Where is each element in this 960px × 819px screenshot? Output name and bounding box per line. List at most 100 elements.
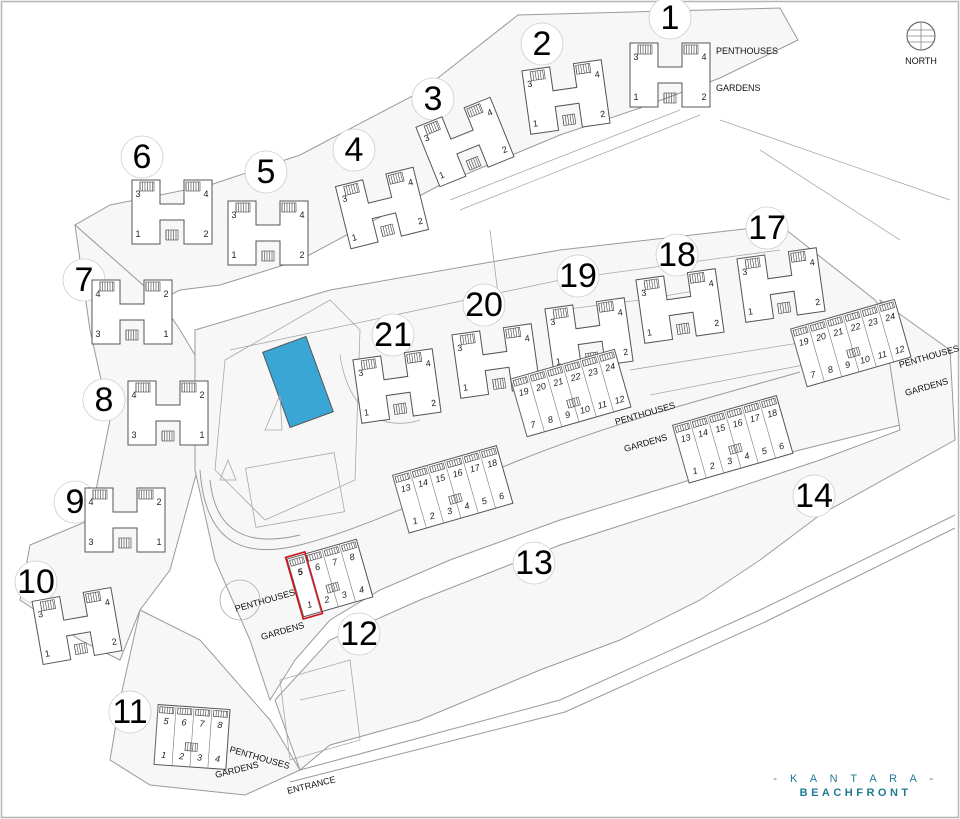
- unit-21-3: 3: [358, 368, 364, 379]
- building-14: 1413114215316417518619720821922102311241…: [671, 298, 912, 518]
- building-number-3: 3: [424, 80, 443, 118]
- building-number-circle: [792, 474, 836, 518]
- unit-12-3: 3: [340, 589, 348, 600]
- unit-13-7: 7: [529, 419, 538, 430]
- building-number-20: 20: [465, 286, 503, 324]
- pool-area: [214, 299, 361, 528]
- unit-13-20: 20: [534, 381, 547, 394]
- unit-13-24: 24: [603, 361, 616, 374]
- block-outline: [91, 279, 173, 345]
- unit-2-1: 1: [532, 118, 538, 129]
- unit-18-2: 2: [714, 318, 720, 329]
- unit-11-8: 8: [217, 720, 223, 730]
- unit-18-3: 3: [641, 288, 647, 299]
- unit-2-2: 2: [600, 109, 606, 120]
- unit-17-2: 2: [815, 297, 821, 308]
- building-number-9: 9: [66, 483, 85, 521]
- unit-20-4: 4: [524, 333, 530, 344]
- unit-13-6: 6: [498, 491, 506, 502]
- building-number-14: 14: [795, 477, 833, 515]
- unit-13-13: 13: [399, 482, 411, 494]
- unit-6-1: 1: [135, 229, 140, 239]
- unit-14-13: 13: [679, 432, 691, 444]
- compass-label: NORTH: [905, 56, 937, 66]
- unit-12-5: 5: [296, 566, 305, 577]
- unit-13-9: 9: [564, 409, 572, 420]
- unit-11-4: 4: [215, 754, 221, 764]
- unit-13-10: 10: [579, 404, 591, 416]
- unit-11-3: 3: [197, 752, 203, 762]
- unit-7-3: 3: [95, 329, 100, 339]
- building-number-11: 11: [112, 693, 147, 731]
- unit-13-11: 11: [596, 399, 608, 411]
- unit-1-3: 3: [633, 52, 638, 62]
- unit-4-4: 4: [407, 177, 414, 188]
- block-outline: [334, 166, 430, 250]
- unit-17-4: 4: [809, 257, 815, 268]
- unit-9-4: 4: [88, 497, 93, 507]
- unit-14-16: 16: [731, 417, 743, 429]
- unit-3-3: 3: [423, 132, 431, 143]
- unit-7-4: 4: [95, 289, 100, 299]
- unit-19-1: 1: [555, 356, 561, 367]
- unit-12-7: 7: [331, 556, 340, 567]
- unit-19-2: 2: [623, 347, 629, 358]
- unit-14-17: 17: [749, 412, 762, 425]
- unit-14-23: 23: [866, 316, 879, 329]
- building-number-circle: [512, 541, 556, 585]
- unit-5-2: 2: [299, 250, 304, 260]
- block-outline: [84, 487, 166, 553]
- unit-19-3: 3: [550, 317, 556, 328]
- unit-4-3: 3: [341, 193, 348, 204]
- unit-12-8: 8: [348, 552, 356, 563]
- unit-9-3: 3: [88, 537, 93, 547]
- unit-6-3: 3: [135, 189, 140, 199]
- unit-12-2: 2: [322, 594, 331, 605]
- unit-21-1: 1: [363, 407, 369, 418]
- unit-13-5: 5: [480, 495, 489, 506]
- unit-4-1: 1: [351, 232, 358, 243]
- unit-11-2: 2: [178, 751, 185, 761]
- unit-14-3: 3: [726, 456, 734, 467]
- building-number-1: 1: [661, 0, 680, 37]
- unit-5-4: 4: [299, 210, 304, 220]
- building-number-2: 2: [533, 25, 552, 63]
- unit-20-1: 1: [462, 382, 468, 393]
- building-number-circle: [745, 206, 789, 250]
- unit-13-4: 4: [463, 501, 471, 512]
- building-number-19: 19: [559, 257, 597, 295]
- unit-4-2: 2: [417, 216, 424, 227]
- unit-14-2: 2: [708, 460, 717, 471]
- building-number-6: 6: [133, 138, 152, 176]
- unit-13-15: 15: [434, 472, 447, 485]
- building-number-circle: [371, 313, 415, 357]
- building-number-8: 8: [95, 381, 114, 419]
- unit-11-5: 5: [163, 716, 170, 726]
- building-number-circle: [556, 254, 600, 298]
- unit-5-3: 3: [231, 210, 236, 220]
- unit-10-1: 1: [44, 648, 51, 659]
- unit-1-2: 2: [701, 92, 706, 102]
- unit-8-2: 2: [199, 390, 204, 400]
- unit-14-20: 20: [814, 331, 827, 344]
- block-outline: [629, 42, 711, 108]
- unit-18-1: 1: [646, 327, 652, 338]
- unit-20-3: 3: [457, 343, 463, 354]
- unit-7-1: 1: [163, 329, 168, 339]
- unit-12-6: 6: [314, 562, 322, 573]
- unit-11-6: 6: [181, 717, 187, 727]
- unit-14-11: 11: [876, 349, 888, 361]
- building-number-13: 13: [515, 544, 553, 582]
- building-number-12: 12: [340, 615, 378, 653]
- unit-3-2: 2: [501, 144, 509, 155]
- north-compass: NORTH: [905, 21, 937, 66]
- unit-13-1: 1: [411, 515, 419, 526]
- unit-13-12: 12: [613, 394, 625, 406]
- unit-14-22: 22: [848, 321, 861, 334]
